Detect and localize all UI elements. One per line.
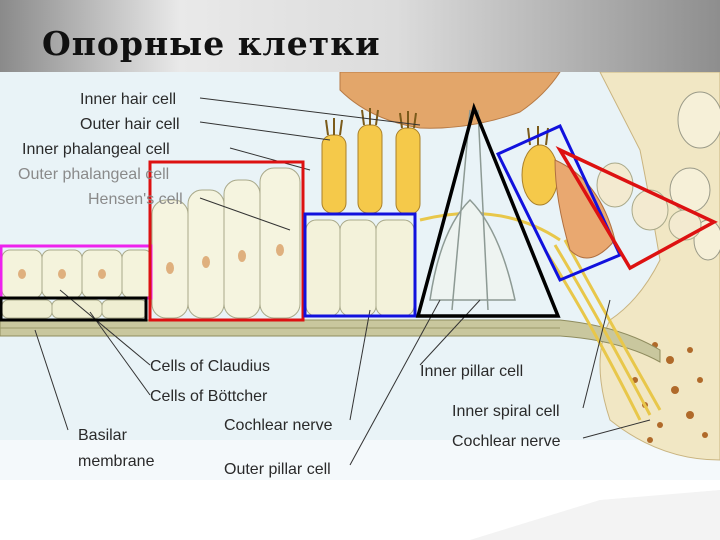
- label-cells-of-bottcher: Cells of Böttcher: [150, 388, 268, 405]
- label-cells-of-claudius: Cells of Claudius: [150, 358, 270, 375]
- organ-of-corti-diagram: Inner hair cell Outer hair cell Inner ph…: [0, 72, 720, 480]
- label-outer-phalangeal-cell: Outer phalangeal cell: [18, 166, 169, 183]
- label-inner-spiral-cell: Inner spiral cell: [452, 403, 560, 420]
- label-inner-pillar-cell: Inner pillar cell: [420, 363, 523, 380]
- outer-phalangeal-cells: [306, 220, 414, 316]
- title-bar: Опорные клетки: [0, 0, 720, 72]
- label-outer-hair-cell: Outer hair cell: [80, 116, 180, 133]
- label-basilar: Basilar: [78, 427, 128, 444]
- label-cochlear-nerve-left: Cochlear nerve: [224, 417, 333, 434]
- label-hensens-cell: Hensen's cell: [88, 191, 183, 208]
- footer-decoration: [0, 480, 720, 540]
- label-inner-phalangeal-cell: Inner phalangeal cell: [22, 141, 170, 158]
- label-inner-hair-cell: Inner hair cell: [80, 91, 176, 108]
- slide-title: Опорные клетки: [42, 24, 381, 63]
- label-membrane: membrane: [78, 453, 155, 470]
- outer-hair-cells: [322, 125, 420, 214]
- label-outer-pillar-cell: Outer pillar cell: [224, 461, 331, 478]
- label-cochlear-nerve-right: Cochlear nerve: [452, 433, 561, 450]
